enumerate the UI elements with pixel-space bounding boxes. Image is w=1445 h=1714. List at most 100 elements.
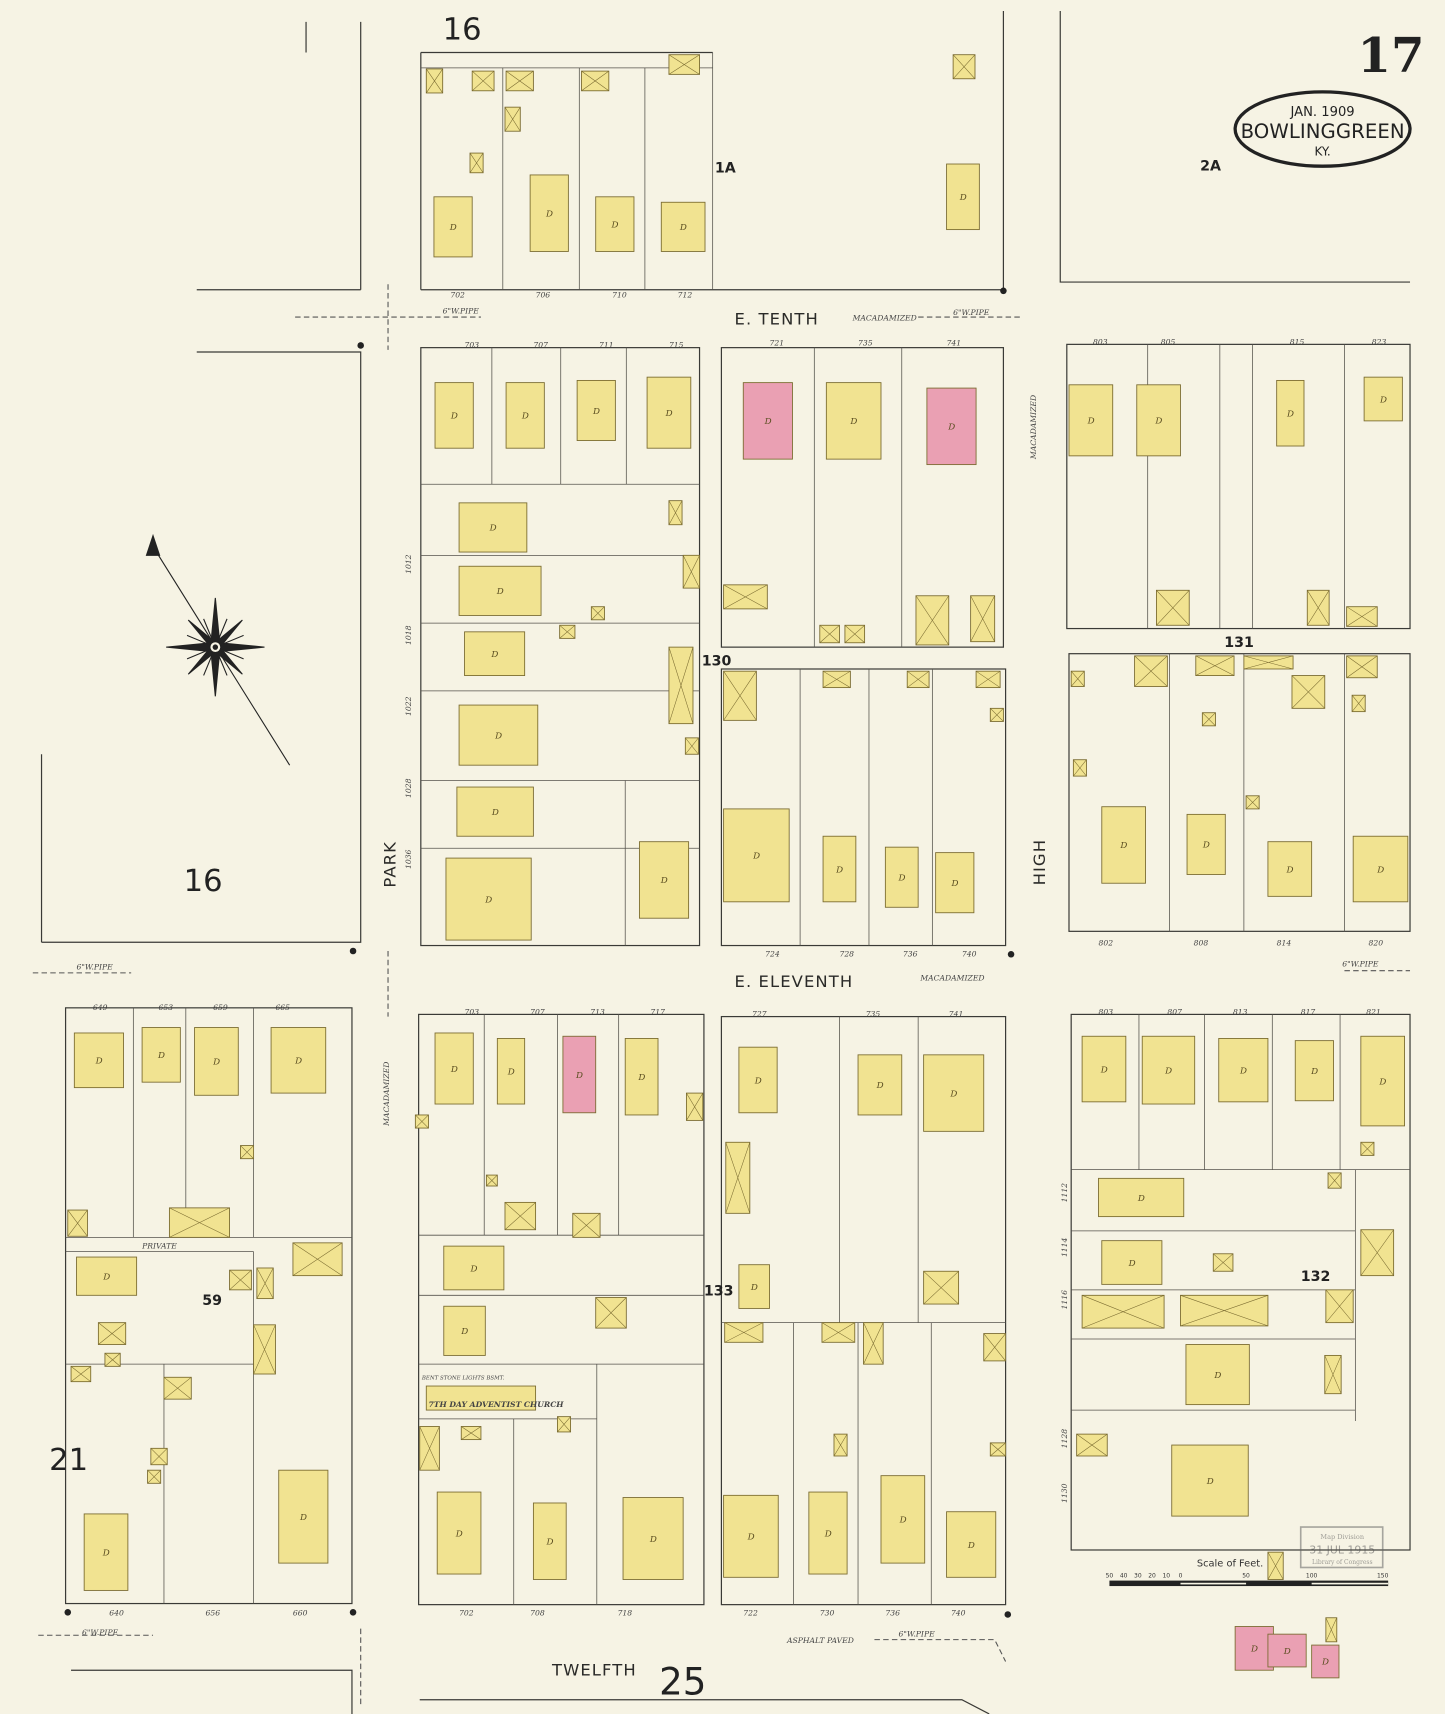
shed-cross-mark — [1346, 606, 1378, 627]
frame-dwelling — [1081, 1035, 1127, 1103]
dwelling-mark: D — [507, 1068, 515, 1078]
shed-cross-mark — [723, 671, 757, 721]
dwelling-mark: D — [649, 1535, 657, 1545]
shed-cross-mark — [472, 70, 495, 91]
house-number: 715 — [669, 341, 684, 350]
house-number: 730 — [820, 1609, 835, 1618]
house-number: 1036 — [404, 849, 413, 869]
dwelling-mark: D — [460, 1327, 468, 1337]
house-number: 803 — [1099, 1007, 1114, 1016]
shed-cross-mark — [595, 1297, 627, 1329]
house-number: 656 — [205, 1609, 220, 1618]
house-number: 820 — [1368, 939, 1383, 948]
dwelling-mark: D — [1154, 417, 1162, 427]
shed-cross-mark — [1082, 1295, 1165, 1329]
note-church-basement: BENT STONE LIGHTS BSMT. — [421, 1375, 505, 1381]
brick-building — [1234, 1626, 1274, 1671]
title-cartouche: JAN. 1909 BOWLINGGREEN KY. — [1233, 90, 1412, 168]
house-number: 802 — [1099, 939, 1114, 948]
house-number: 815 — [1290, 337, 1305, 346]
dwelling-mark: D — [750, 1283, 758, 1293]
note-macadamized-eleventh: MACADAMIZED — [919, 974, 984, 983]
sheet-ref-21: 21 — [49, 1443, 88, 1478]
frame-dwelling — [738, 1046, 778, 1114]
house-number: 724 — [765, 949, 780, 958]
frame-dwelling — [194, 1027, 239, 1096]
frame-dwelling — [808, 1491, 848, 1575]
house-number: 808 — [1194, 939, 1209, 948]
shed-cross-mark — [426, 68, 443, 94]
house-number: 823 — [1372, 337, 1387, 346]
dwelling-mark: D — [764, 417, 772, 427]
block-number-132: 132 — [1301, 1269, 1331, 1285]
house-number: 1022 — [404, 696, 413, 716]
note-private-alley: PRIVATE — [141, 1241, 177, 1250]
house-number: 735 — [866, 1010, 881, 1019]
shed-cross-mark — [668, 500, 683, 525]
dwelling-mark: D — [876, 1081, 884, 1091]
dwelling-mark: D — [449, 223, 457, 233]
house-number: 721 — [770, 338, 785, 347]
shed-cross-mark — [557, 1416, 571, 1433]
shed-cross-mark — [1267, 1552, 1284, 1580]
frame-dwelling — [270, 1027, 327, 1094]
shed-cross-mark — [292, 1242, 343, 1276]
house-number: 711 — [599, 341, 614, 350]
frame-dwelling — [1098, 1177, 1185, 1218]
shed-cross-mark — [98, 1322, 126, 1345]
house-number: 740 — [962, 949, 977, 958]
shed-cross-mark — [1291, 675, 1325, 709]
frame-dwelling — [83, 1513, 129, 1591]
shed-cross-mark — [923, 1271, 959, 1305]
frame-dwelling — [464, 631, 526, 676]
frame-dwelling — [1068, 384, 1114, 457]
house-number: 707 — [533, 341, 548, 350]
dwelling-mark: D — [967, 1541, 975, 1551]
frame-dwelling — [443, 1245, 505, 1291]
library-stamp: Map Division 31 JUL 1915 Library of Cong… — [1299, 1526, 1384, 1569]
dwelling-mark: D — [95, 1057, 103, 1067]
note-macadamized-tenth: MACADAMIZED — [852, 313, 917, 322]
house-number: 1018 — [404, 625, 413, 645]
shed-cross-mark — [1351, 695, 1366, 712]
dwelling-mark: D — [592, 407, 600, 417]
dwelling-mark: D — [450, 412, 458, 422]
dwelling-mark: D — [1202, 841, 1210, 851]
house-number: 735 — [858, 338, 873, 347]
dwelling-mark: D — [299, 1513, 307, 1523]
scale-tick-label: 40 — [1120, 1572, 1128, 1579]
block-number-131: 131 — [1224, 635, 1254, 651]
block-number-1a: 1A — [715, 161, 736, 177]
house-number: 708 — [530, 1609, 545, 1618]
shed-cross-mark — [147, 1470, 161, 1484]
street-e-eleventh: E. ELEVENTH — [735, 972, 854, 991]
house-number: 722 — [743, 1609, 758, 1618]
house-number: 717 — [650, 1007, 665, 1016]
house-number: 727 — [752, 1010, 767, 1019]
dwelling-mark: D — [1164, 1066, 1172, 1076]
shed-cross-mark — [240, 1145, 254, 1159]
house-number: 653 — [158, 1003, 173, 1012]
frame-dwelling — [660, 201, 706, 252]
shed-cross-mark — [486, 1174, 498, 1187]
frame-dwelling — [946, 163, 980, 231]
shed-cross-mark — [1325, 1617, 1338, 1642]
shed-cross-mark — [668, 54, 700, 75]
dwelling-mark: D — [455, 1529, 463, 1539]
frame-dwelling — [1360, 1035, 1405, 1127]
label-adventist-church: 7TH DAY ADVENTIST CHURCH — [428, 1400, 564, 1409]
house-number: 713 — [590, 1007, 605, 1016]
stamp-line3: Library of Congress — [1312, 1559, 1373, 1566]
dwelling-mark: D — [1213, 1371, 1221, 1381]
frame-dwelling — [825, 382, 882, 460]
note-pipe-tenth-east: 6"W.PIPE — [953, 308, 990, 317]
shed-cross-mark — [844, 625, 865, 643]
shed-cross-mark — [256, 1267, 274, 1299]
shed-cross-mark — [461, 1426, 482, 1440]
dwelling-mark: D — [490, 650, 498, 660]
frame-dwelling — [1363, 376, 1403, 422]
dwelling-mark: D — [1239, 1066, 1247, 1076]
note-pipe-twelfth-east: 6"W.PIPE — [898, 1629, 935, 1638]
